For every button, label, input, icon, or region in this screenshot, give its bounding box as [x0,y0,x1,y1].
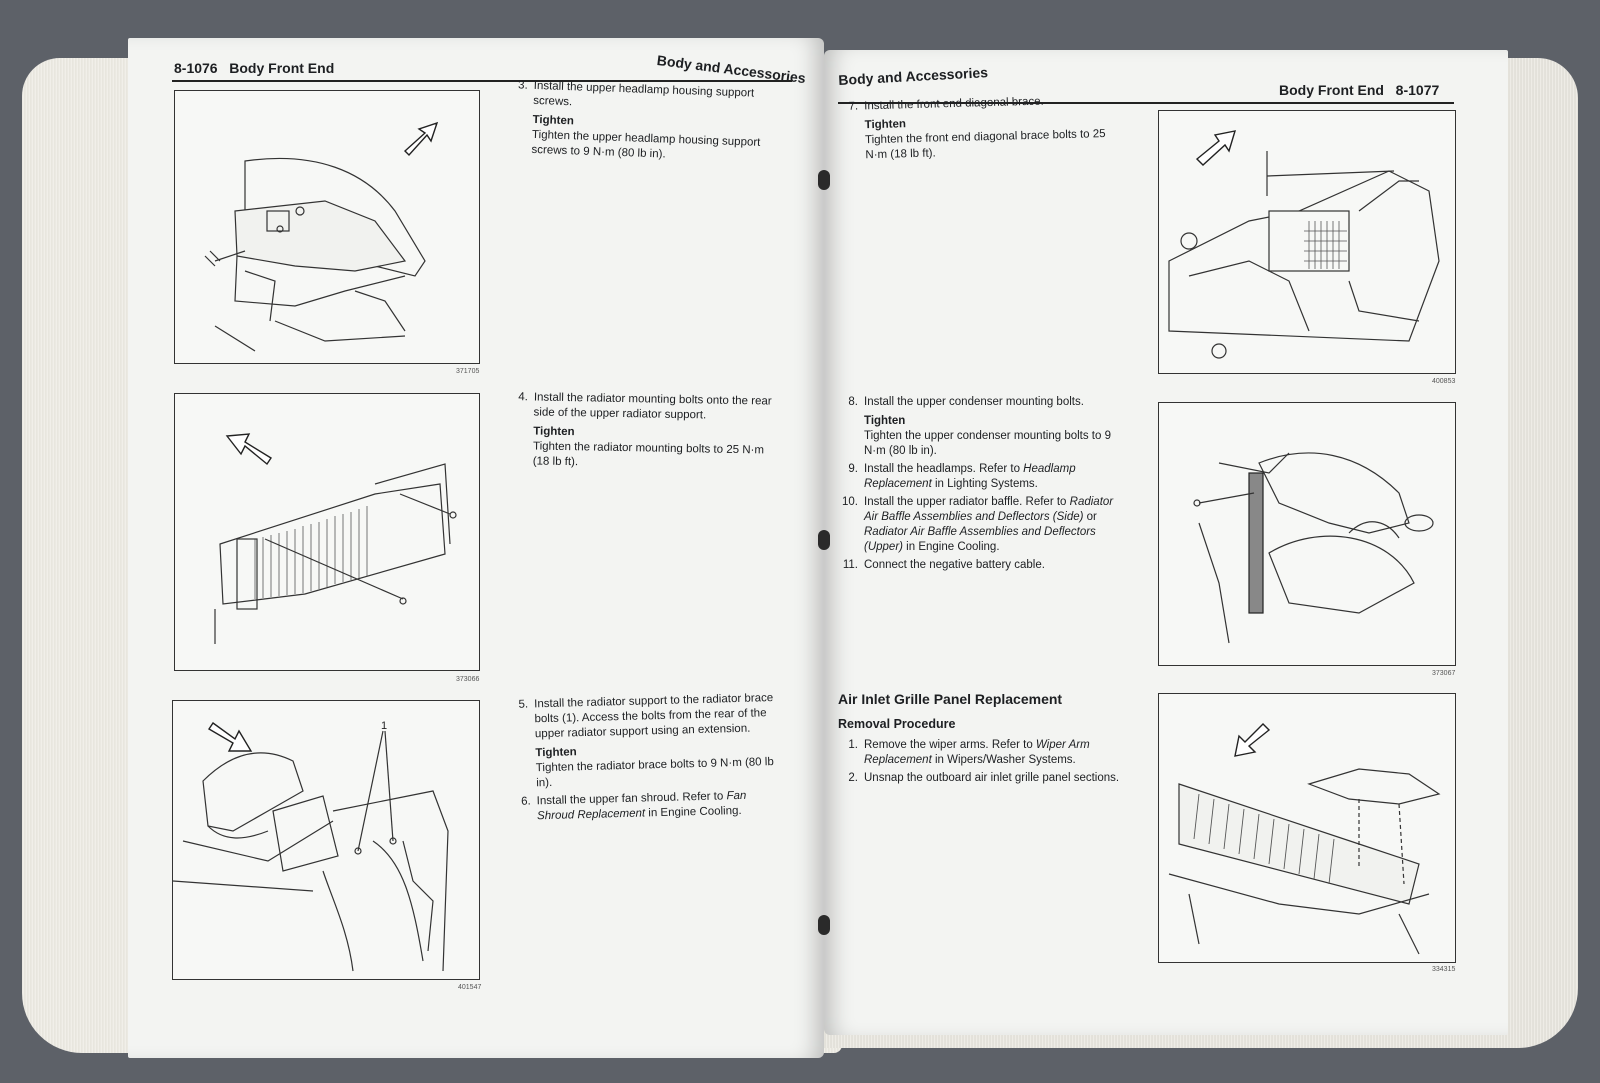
binding-hole [818,530,830,550]
steps-8-11: 8. Install the upper condenser mounting … [842,396,1114,571]
steps-5-6: 5. Install the radiator support to the r… [518,692,774,823]
figure-air-inlet-grille [1158,693,1456,963]
section-title: Air Inlet Grille Panel Replacement [838,691,1063,707]
figure-id: 373067 [1432,670,1456,677]
callout-number: 1 [381,720,387,732]
right-header-rule [838,102,1454,104]
right-page-section: Body and Accessories [838,64,989,88]
condenser-illustration [1193,452,1434,644]
step-7: 7. Install the front end diagonal brace.… [848,95,1106,162]
right-page: Body and Accessories Body Front End 8-10… [824,50,1508,1035]
figure-radiator-brace: 1 [172,700,480,980]
air-inlet-grille-illustration [1168,723,1441,955]
right-page-number: Body Front End 8-1077 [1279,82,1440,98]
direction-arrow-icon [225,433,272,466]
step-4: 4. Install the radiator mounting bolts o… [518,391,772,469]
direction-arrow-icon [1195,130,1237,166]
direction-arrow-icon [403,121,439,157]
binding-hole [818,915,830,935]
left-page-number: 8-1076 Body Front End [174,60,335,76]
binding-hole [818,170,830,190]
left-page: 8-1076 Body Front End Body and Accessori… [128,38,824,1058]
step-3: 3. Install the upper headlamp housing su… [517,79,761,161]
left-header-rule [172,80,792,82]
headlamp-support-illustration [204,121,439,352]
direction-arrow-icon [208,722,253,752]
removal-steps: 1. Remove the wiper arms. Refer to Wiper… [848,739,1120,784]
figure-id: 373066 [456,676,480,683]
figure-diagonal-brace [1158,110,1456,374]
figure-upper-condenser [1158,402,1456,666]
figure-id: 334315 [1432,966,1456,973]
figure-id: 371705 [456,368,480,375]
direction-arrow-icon [1234,723,1271,757]
subsection-title: Removal Procedure [838,717,956,731]
diagonal-brace-illustration [1168,130,1440,359]
radiator-illustration [214,433,457,644]
figure-radiator-mounting [174,393,480,671]
figure-id: 401547 [458,984,482,991]
figure-headlamp-support [174,90,480,364]
figure-id: 400853 [1432,378,1456,385]
radiator-brace-illustration: 1 [173,720,449,972]
